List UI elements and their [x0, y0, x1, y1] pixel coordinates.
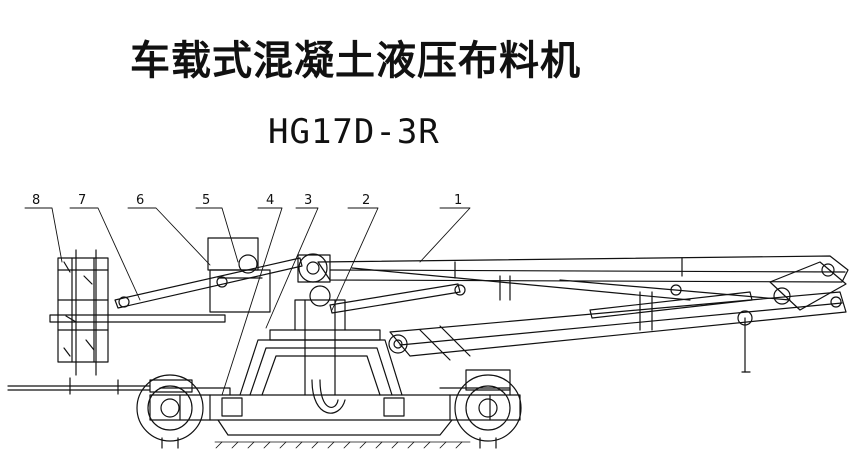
- callout-8: 8: [32, 193, 40, 208]
- hydraulic-cylinders: [329, 261, 847, 319]
- callout-4: 4: [266, 193, 274, 208]
- turntable: [297, 253, 331, 283]
- left-wheel: [136, 374, 204, 449]
- drawing-title: 车载式混凝土液压布料机: [130, 37, 581, 84]
- boom-section-2: [388, 287, 847, 373]
- callout-3: 3: [304, 193, 312, 208]
- tow-bar: [7, 377, 151, 395]
- base-housing: [239, 285, 403, 414]
- counterweight-arm: [49, 237, 303, 323]
- callout-6: 6: [136, 193, 144, 208]
- counterweight-block: [57, 249, 109, 376]
- chassis-frame: [149, 387, 521, 436]
- callout-1: 1: [454, 193, 462, 208]
- model-number: HG17D-3R: [268, 112, 440, 152]
- right-wheel: [454, 369, 522, 449]
- callout-5: 5: [202, 193, 210, 208]
- callout-leaders: [24, 207, 471, 396]
- ground-line: [214, 441, 471, 449]
- callout-7: 7: [78, 193, 86, 208]
- callout-2: 2: [362, 193, 370, 208]
- delivery-hose: [499, 275, 653, 331]
